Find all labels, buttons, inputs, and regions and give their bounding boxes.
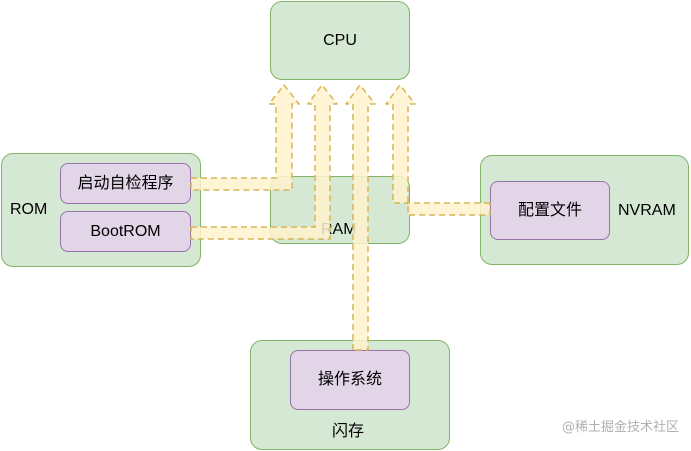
config-label: 配置文件 [517,201,582,219]
cpu-box: CPU [270,1,410,80]
cpu-label: CPU [323,31,357,49]
ram-box: RAM [270,176,410,244]
os-box: 操作系统 [290,350,410,410]
rom-label: ROM [10,201,48,218]
config-box: 配置文件 [490,181,610,240]
bootrom-box: BootROM [60,211,191,252]
self-test-label: 启动自检程序 [77,174,174,192]
os-label: 操作系统 [317,371,382,388]
watermark: @稀土掘金技术社区 [561,420,679,435]
bootrom-label: BootROM [90,222,161,240]
flash-label: 闪存 [332,423,365,440]
arrow-self-test-to-cpu [190,84,300,191]
self-test-box: 启动自检程序 [60,163,191,204]
nvram-label: NVRAM [618,202,676,219]
ram-label: RAM [321,221,357,238]
